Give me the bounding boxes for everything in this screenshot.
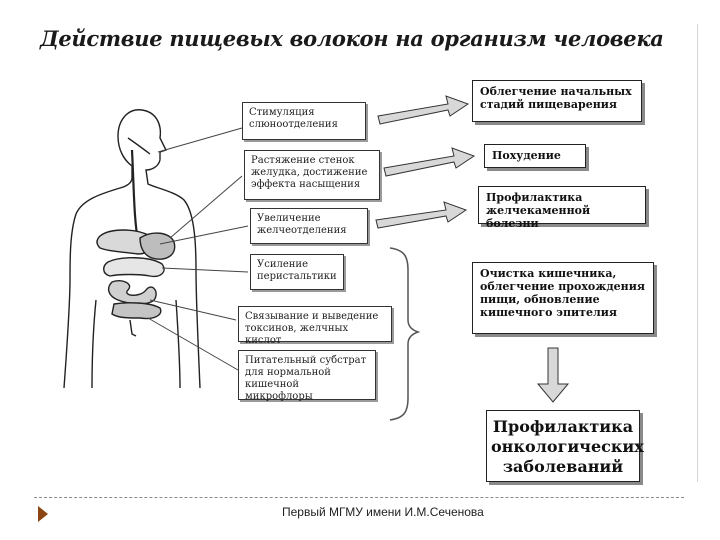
box-microflora-substrate: Питательный субстрат для нормальной кише… [238, 350, 376, 402]
connector-lines [147, 127, 249, 371]
right-arrow-icons [375, 95, 476, 229]
human-body-illustration [63, 109, 201, 389]
box-stomach-stretch: Растяжение стенок желудка, достижение эф… [244, 150, 380, 200]
down-arrow-icon [536, 347, 570, 403]
box-gallstone-prevention: Профилактика желчекаменной болезни [478, 186, 646, 230]
box-digestion-relief: Облегчение начальных стадий пищеварения [472, 80, 642, 122]
slide-title: Действие пищевых волокон на организм чел… [40, 26, 664, 51]
footer-institution: Первый МГМУ имени И.М.Сеченова [282, 505, 484, 519]
box-toxin-binding: Связывание и выведение токсинов, желчных… [238, 306, 392, 346]
box-intestine-cleansing: Очистка кишечника, облегчение прохождени… [472, 262, 654, 334]
footer-divider [34, 497, 684, 498]
left-margin-bar [0, 0, 34, 485]
box-weight-loss: Похудение [484, 144, 586, 168]
footer-triangle-icon [38, 506, 48, 522]
box-cancer-prevention: Профилактика онкологических заболеваний [486, 410, 644, 482]
box-bile-increase: Увеличение желчеотделения [250, 208, 368, 244]
box-saliva-stimulation: Стимуляция слюноотделения [242, 102, 366, 140]
curly-brace-icon [389, 247, 421, 421]
box-peristalsis: Усиление перистальтики [250, 254, 344, 290]
